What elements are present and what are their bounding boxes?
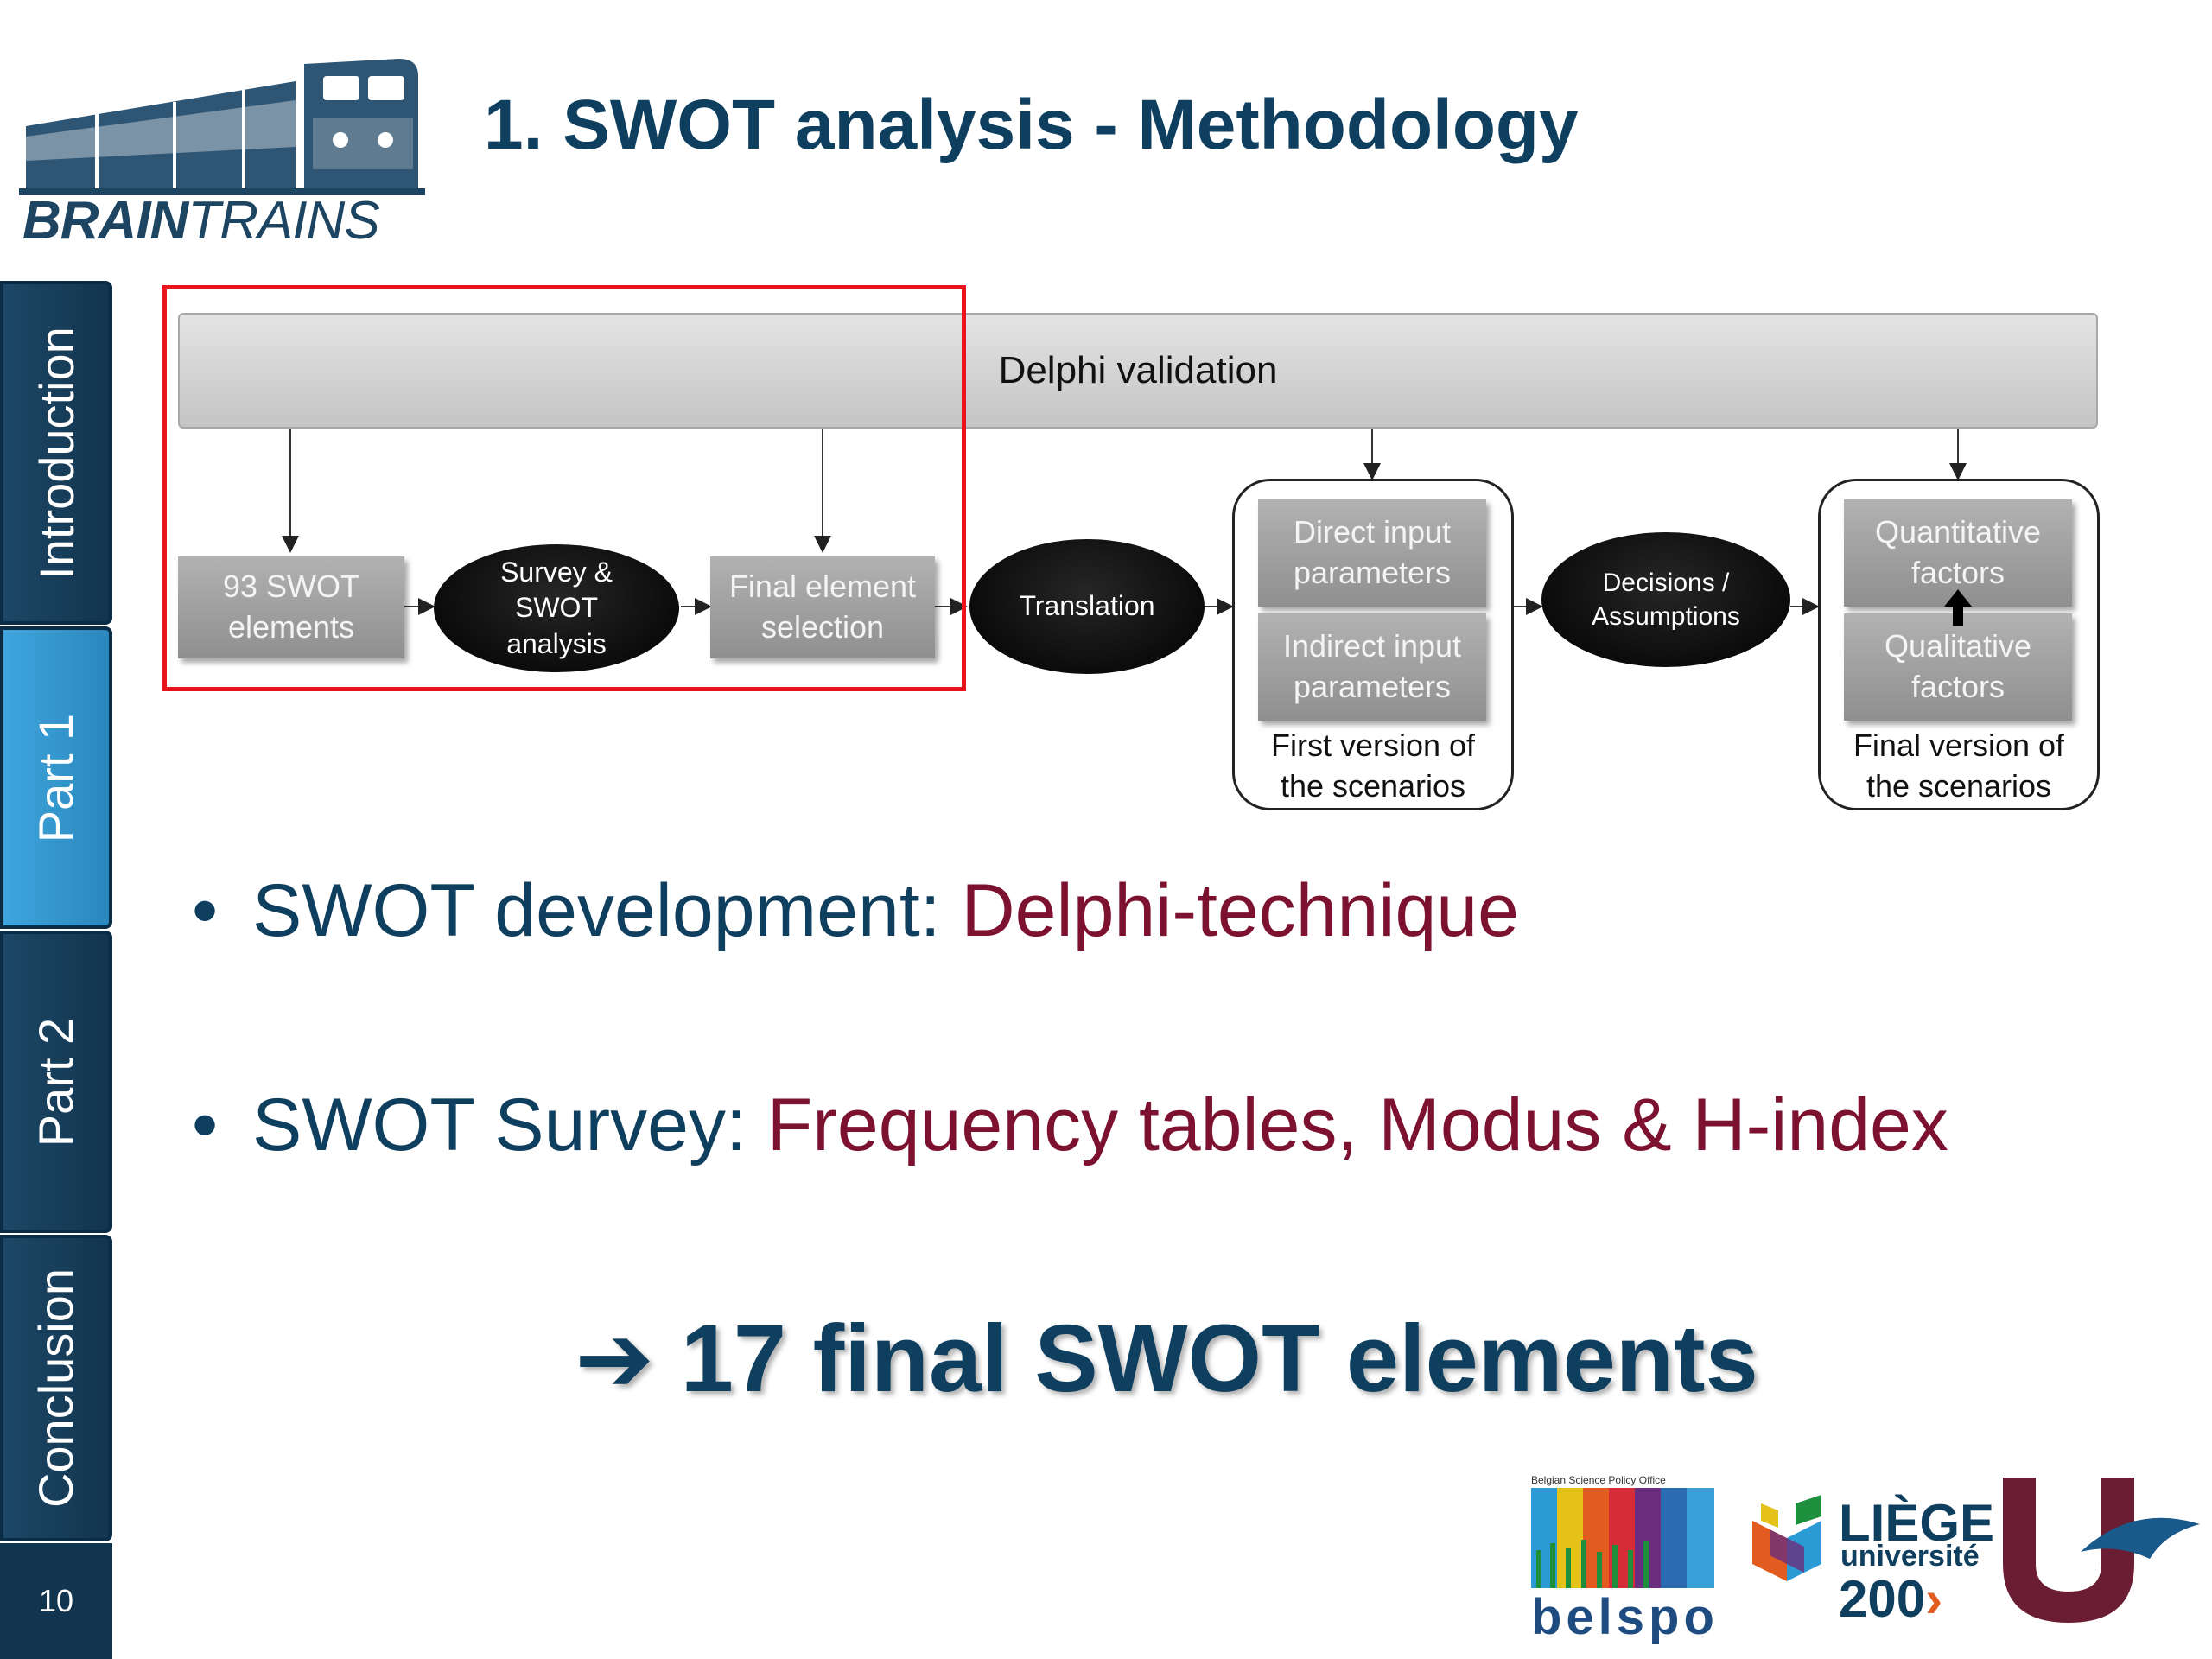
train-icon — [19, 59, 425, 195]
braintrains-logo: BRAINTRAINS — [19, 50, 425, 251]
diagram-connectors — [282, 429, 1967, 615]
bullet-swot-development: •SWOT development: Delphi-technique — [192, 869, 1519, 952]
page-number: 10 — [0, 1543, 112, 1659]
liege-logo-icon — [1752, 1495, 1821, 1581]
braintrains-wordmark: BRAINTRAINS — [22, 191, 380, 251]
university-logo-icon — [2003, 1478, 2200, 1623]
arrow-right-icon: ➔ — [575, 1306, 655, 1412]
banner-label: Delphi validation — [998, 349, 1278, 391]
belspo-wordmark: belspo — [1531, 1589, 1719, 1645]
liege-subtitle: université — [1840, 1540, 1980, 1573]
nav-tab-conclusion[interactable]: Conclusion — [0, 1235, 112, 1541]
liege-wordmark: LIÈGE — [1839, 1494, 1995, 1552]
ellipse-translation: Translation — [969, 539, 1205, 674]
belspo-tagline: Belgian Science Policy Office — [1531, 1474, 1666, 1486]
bullet-swot-survey: •SWOT Survey: Frequency tables, Modus & … — [192, 1084, 1948, 1166]
liege-anniversary: 200› — [1839, 1570, 1943, 1628]
delphi-validation-banner: Delphi validation — [178, 313, 2098, 429]
nav-tab-label: Part 2 — [29, 1017, 84, 1147]
up-arrow-icon — [1944, 589, 1972, 626]
nav-tab-part-1[interactable]: Part 1 — [0, 626, 112, 929]
slide-title: 1. SWOT analysis - Methodology — [484, 86, 1579, 164]
nav-tab-part-2[interactable]: Part 2 — [0, 931, 112, 1233]
belspo-logo-icon — [1531, 1488, 1714, 1588]
nav-tab-introduction[interactable]: Introduction — [0, 281, 112, 625]
conclusion-statement: ➔ 17 final SWOT elements — [575, 1306, 1758, 1412]
nav-tab-label: Conclusion — [29, 1268, 84, 1509]
ellipse-decisions-assumptions: Decisions /Assumptions — [1541, 532, 1790, 667]
highlight-rectangle — [162, 285, 966, 691]
